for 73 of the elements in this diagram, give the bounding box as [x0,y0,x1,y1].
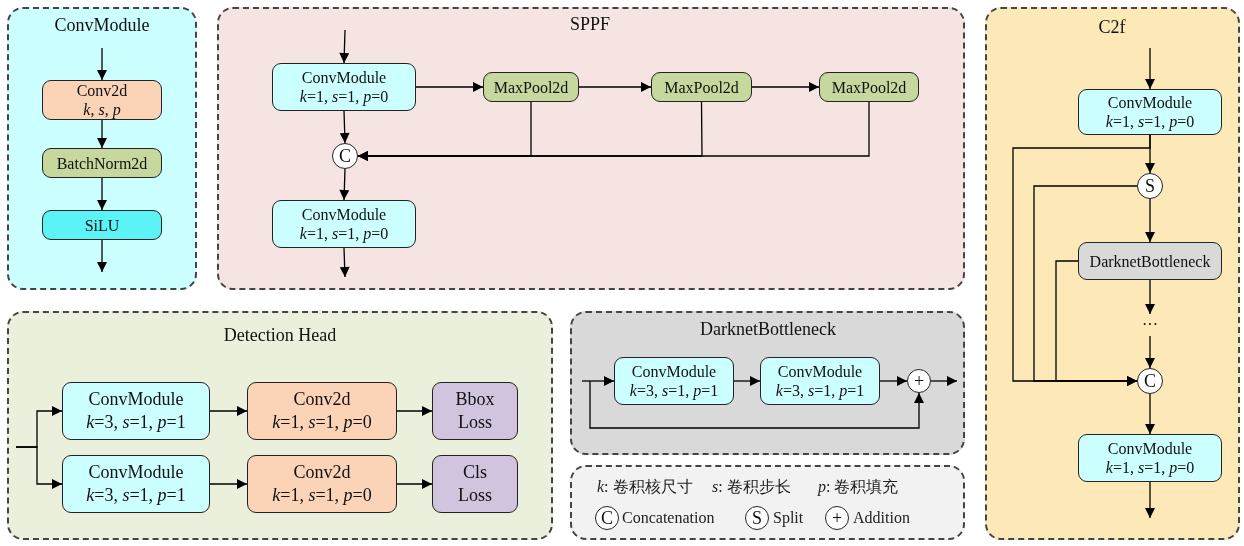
module-panel [7,311,553,540]
arrow [1055,260,1138,386]
arrow [1145,335,1155,369]
panel-title: ConvModule [54,15,150,35]
layer-box: ConvModule k=3, s=1, p=1 [62,382,210,440]
operator-circle: C [595,506,619,530]
operator-circle: S [1137,173,1163,199]
legend-text: p: 卷积填充 [818,477,899,497]
arrow [578,82,652,92]
arrow [733,376,761,386]
layer-box: ConvModule k=3, s=1, p=1 [62,455,210,513]
layer-box: ConvModule k=1, s=1, p=0 [272,63,416,111]
legend-text: s: 卷积步长 [712,477,791,497]
arrow [581,376,615,386]
module-panel [7,7,197,290]
arrow [209,479,248,489]
layer-box: ConvModule k=1, s=1, p=0 [272,200,416,248]
layer-box: BatchNorm2d [42,148,162,178]
arrow [339,168,350,201]
operator-circle: C [1137,368,1163,394]
arrow [1145,481,1155,519]
legend-text: Concatenation [622,508,715,528]
layer-box: MaxPool2d [651,72,752,102]
arrow [1145,47,1155,90]
layer-box: Bbox Loss [432,382,518,440]
arrow [339,29,350,64]
arrow [357,101,870,161]
arrow [15,446,63,489]
panel-title: C2f [1098,17,1126,37]
arrow [751,82,820,92]
operator-circle: S [745,506,769,530]
arrow [97,47,107,81]
layer-box: ConvModule k=1, s=1, p=0 [1078,89,1222,135]
ellipsis: ··· [1135,314,1165,336]
arrow [415,82,484,92]
layer-box: Cls Loss [432,455,518,513]
panel-title: Detection Head [223,325,337,345]
arrow [339,110,350,144]
arrow [930,376,958,386]
layer-box: MaxPool2d [819,72,919,102]
layer-box: DarknetBottleneck [1078,242,1222,280]
arrow [97,177,107,211]
panel-title: SPPF [570,14,610,34]
arrow [589,380,924,429]
module-panel [985,7,1240,540]
arrow [1145,279,1155,315]
operator-circle: C [332,143,358,169]
layer-box: Conv2d k, s, p [42,80,162,120]
layer-box: ConvModule k=3, s=1, p=1 [614,357,734,405]
arrow [396,406,433,416]
layer-box: SiLU [42,210,162,240]
arrow [97,239,107,273]
legend-panel [570,465,965,540]
arrow [1145,393,1155,435]
panel-title: DarknetBottleneck [700,319,836,339]
legend-text: Split [773,508,804,528]
operator-circle: + [825,506,849,530]
arrow [879,376,908,386]
arrow [1145,198,1155,243]
layer-box: ConvModule k=1, s=1, p=0 [1078,434,1222,482]
layer-box: ConvModule k=3, s=1, p=1 [760,357,880,405]
arrow [97,119,107,149]
layer-box: Conv2d k=1, s=1, p=0 [247,382,397,440]
arrow [209,406,248,416]
layer-box: MaxPool2d [483,72,579,102]
legend-text: k: 卷积核尺寸 [597,477,693,497]
arrow [396,479,433,489]
module-panel [570,311,965,455]
arrow [339,247,350,278]
layer-box: Conv2d k=1, s=1, p=0 [247,455,397,513]
legend-text: Addition [853,508,910,528]
operator-circle: + [907,369,931,393]
module-panel [217,7,965,290]
